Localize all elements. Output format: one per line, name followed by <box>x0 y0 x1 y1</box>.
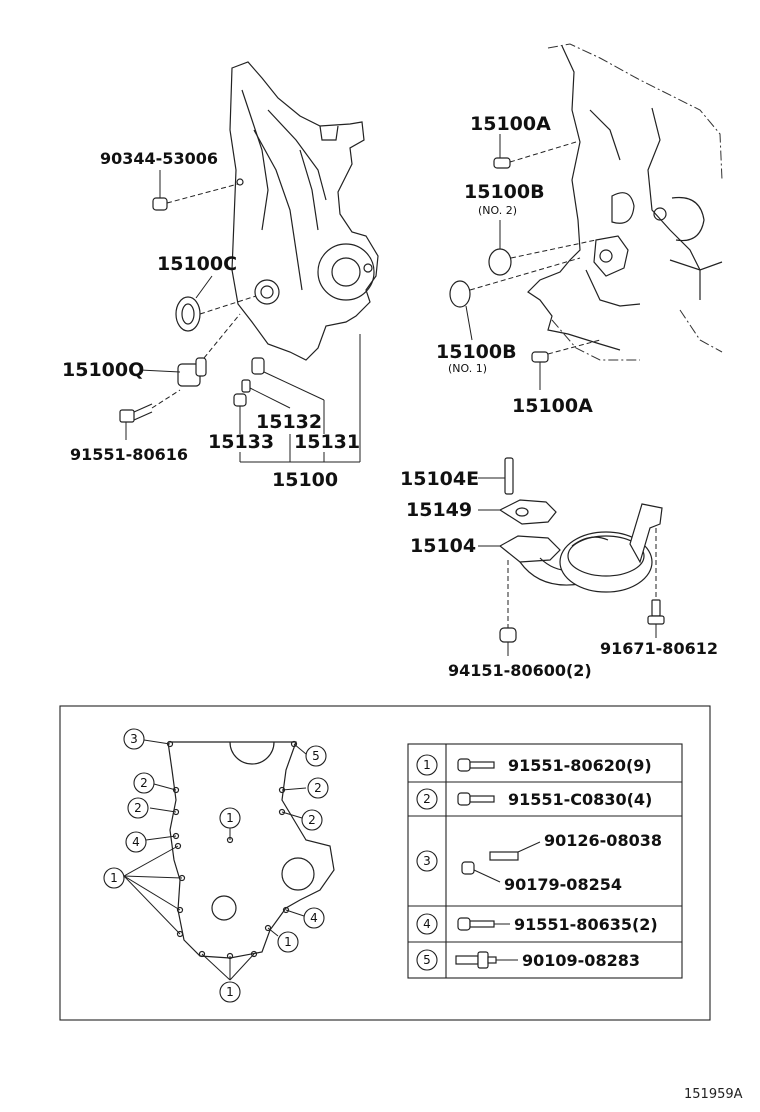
svg-text:1: 1 <box>423 758 431 772</box>
label-15100B-top-note: (NO. 2) <box>478 204 517 217</box>
label-15149: 15149 <box>406 499 472 521</box>
svg-text:4: 4 <box>310 911 318 925</box>
part-15100B-no2-oring <box>488 220 597 276</box>
callout-5: 5 <box>305 745 327 767</box>
callout-1-a: 1 <box>103 867 125 889</box>
label-15133: 15133 <box>208 431 274 453</box>
svg-text:3: 3 <box>423 854 431 868</box>
label-15100B-bottom: 15100B <box>436 341 517 363</box>
label-15100A-top: 15100A <box>470 113 551 135</box>
bolt-inset-frame <box>59 705 711 1021</box>
table-row-5: 5 90109-08283 <box>416 949 640 971</box>
table-part-3b: 90179-08254 <box>504 875 622 894</box>
svg-text:2: 2 <box>308 813 316 827</box>
svg-text:1: 1 <box>110 871 118 885</box>
part-91671-80612-bolt <box>647 528 665 638</box>
svg-text:3: 3 <box>130 732 138 746</box>
svg-text:2: 2 <box>314 781 322 795</box>
callout-2-b: 2 <box>127 797 149 819</box>
callout-1-b: 1 <box>219 807 241 829</box>
callout-1-c: 1 <box>277 931 299 953</box>
part-91551-80616-bolt <box>119 389 181 440</box>
svg-text:5: 5 <box>312 749 320 763</box>
part-15149-gasket <box>478 499 557 525</box>
svg-text:4: 4 <box>423 917 431 931</box>
callout-2-d: 2 <box>301 809 323 831</box>
bracket-15100-assembly <box>239 334 361 463</box>
bolt-hole-markers <box>166 740 298 960</box>
table-row-3: 3 90126-08038 90179-08254 <box>416 831 662 894</box>
label-15100B-top: 15100B <box>464 181 545 203</box>
svg-text:2: 2 <box>423 792 431 806</box>
label-15100C: 15100C <box>157 253 237 275</box>
label-15100Q: 15100Q <box>62 359 144 381</box>
label-15131: 15131 <box>294 431 360 453</box>
table-row-4: 4 91551-80635(2) <box>416 913 658 935</box>
part-15132-15133-relief-valve <box>233 357 325 434</box>
part-15100A-bottom-dowel <box>531 339 601 390</box>
bolt-table: 1 91551-80620(9) 2 91551-C0830(4) 3 9012… <box>407 743 683 979</box>
callout-circles: 3 5 2 2 4 2 2 1 1 4 1 1 <box>103 728 329 1003</box>
label-15104: 15104 <box>410 535 476 557</box>
table-part-1: 91551-80620(9) <box>508 756 652 775</box>
label-91551-80616: 91551-80616 <box>70 445 188 464</box>
label-91671-80612: 91671-80612 <box>600 639 718 658</box>
table-part-5: 90109-08283 <box>522 951 640 970</box>
callout-2-a: 2 <box>133 772 155 794</box>
label-94151-80600: 94151-80600(2) <box>448 661 592 680</box>
part-15100B-no1-oring <box>449 257 581 341</box>
svg-text:2: 2 <box>134 801 142 815</box>
svg-text:1: 1 <box>226 811 234 825</box>
part-94151-80600-nut <box>499 560 517 656</box>
part-15104E-stud <box>478 457 514 495</box>
svg-text:5: 5 <box>423 953 431 967</box>
cover-outline <box>167 741 335 959</box>
label-15100A-bottom: 15100A <box>512 395 593 417</box>
table-part-4: 91551-80635(2) <box>514 915 658 934</box>
callout-1-d: 1 <box>219 981 241 1003</box>
engine-block-illustration <box>527 43 723 361</box>
part-15100A-top-dowel <box>493 134 577 169</box>
label-15100B-bottom-note: (NO. 1) <box>448 362 487 375</box>
label-90344-53006: 90344-53006 <box>100 149 218 168</box>
svg-text:1: 1 <box>284 935 292 949</box>
table-part-2: 91551-C0830(4) <box>508 790 652 809</box>
table-row-1: 1 91551-80620(9) <box>416 754 652 776</box>
callout-2-c: 2 <box>307 777 329 799</box>
part-90344-53006-plug <box>152 170 239 211</box>
timing-cover-illustration <box>229 61 379 361</box>
svg-text:1: 1 <box>226 985 234 999</box>
table-row-2: 2 91551-C0830(4) <box>416 788 652 810</box>
part-15100C-oil-seal <box>175 275 257 332</box>
svg-text:4: 4 <box>132 835 140 849</box>
callout-4-b: 4 <box>303 907 325 929</box>
table-part-3a: 90126-08038 <box>544 831 662 850</box>
callout-3: 3 <box>123 728 145 750</box>
svg-text:2: 2 <box>140 776 148 790</box>
label-15100: 15100 <box>272 469 338 491</box>
label-15104E: 15104E <box>400 468 479 490</box>
callout-4-a: 4 <box>125 831 147 853</box>
part-15104-oil-strainer <box>478 503 663 593</box>
figure-id: 151959A <box>684 1087 743 1102</box>
part-15100Q-sensor <box>139 313 241 387</box>
label-15132: 15132 <box>256 411 322 433</box>
callout-leaders <box>123 739 307 981</box>
